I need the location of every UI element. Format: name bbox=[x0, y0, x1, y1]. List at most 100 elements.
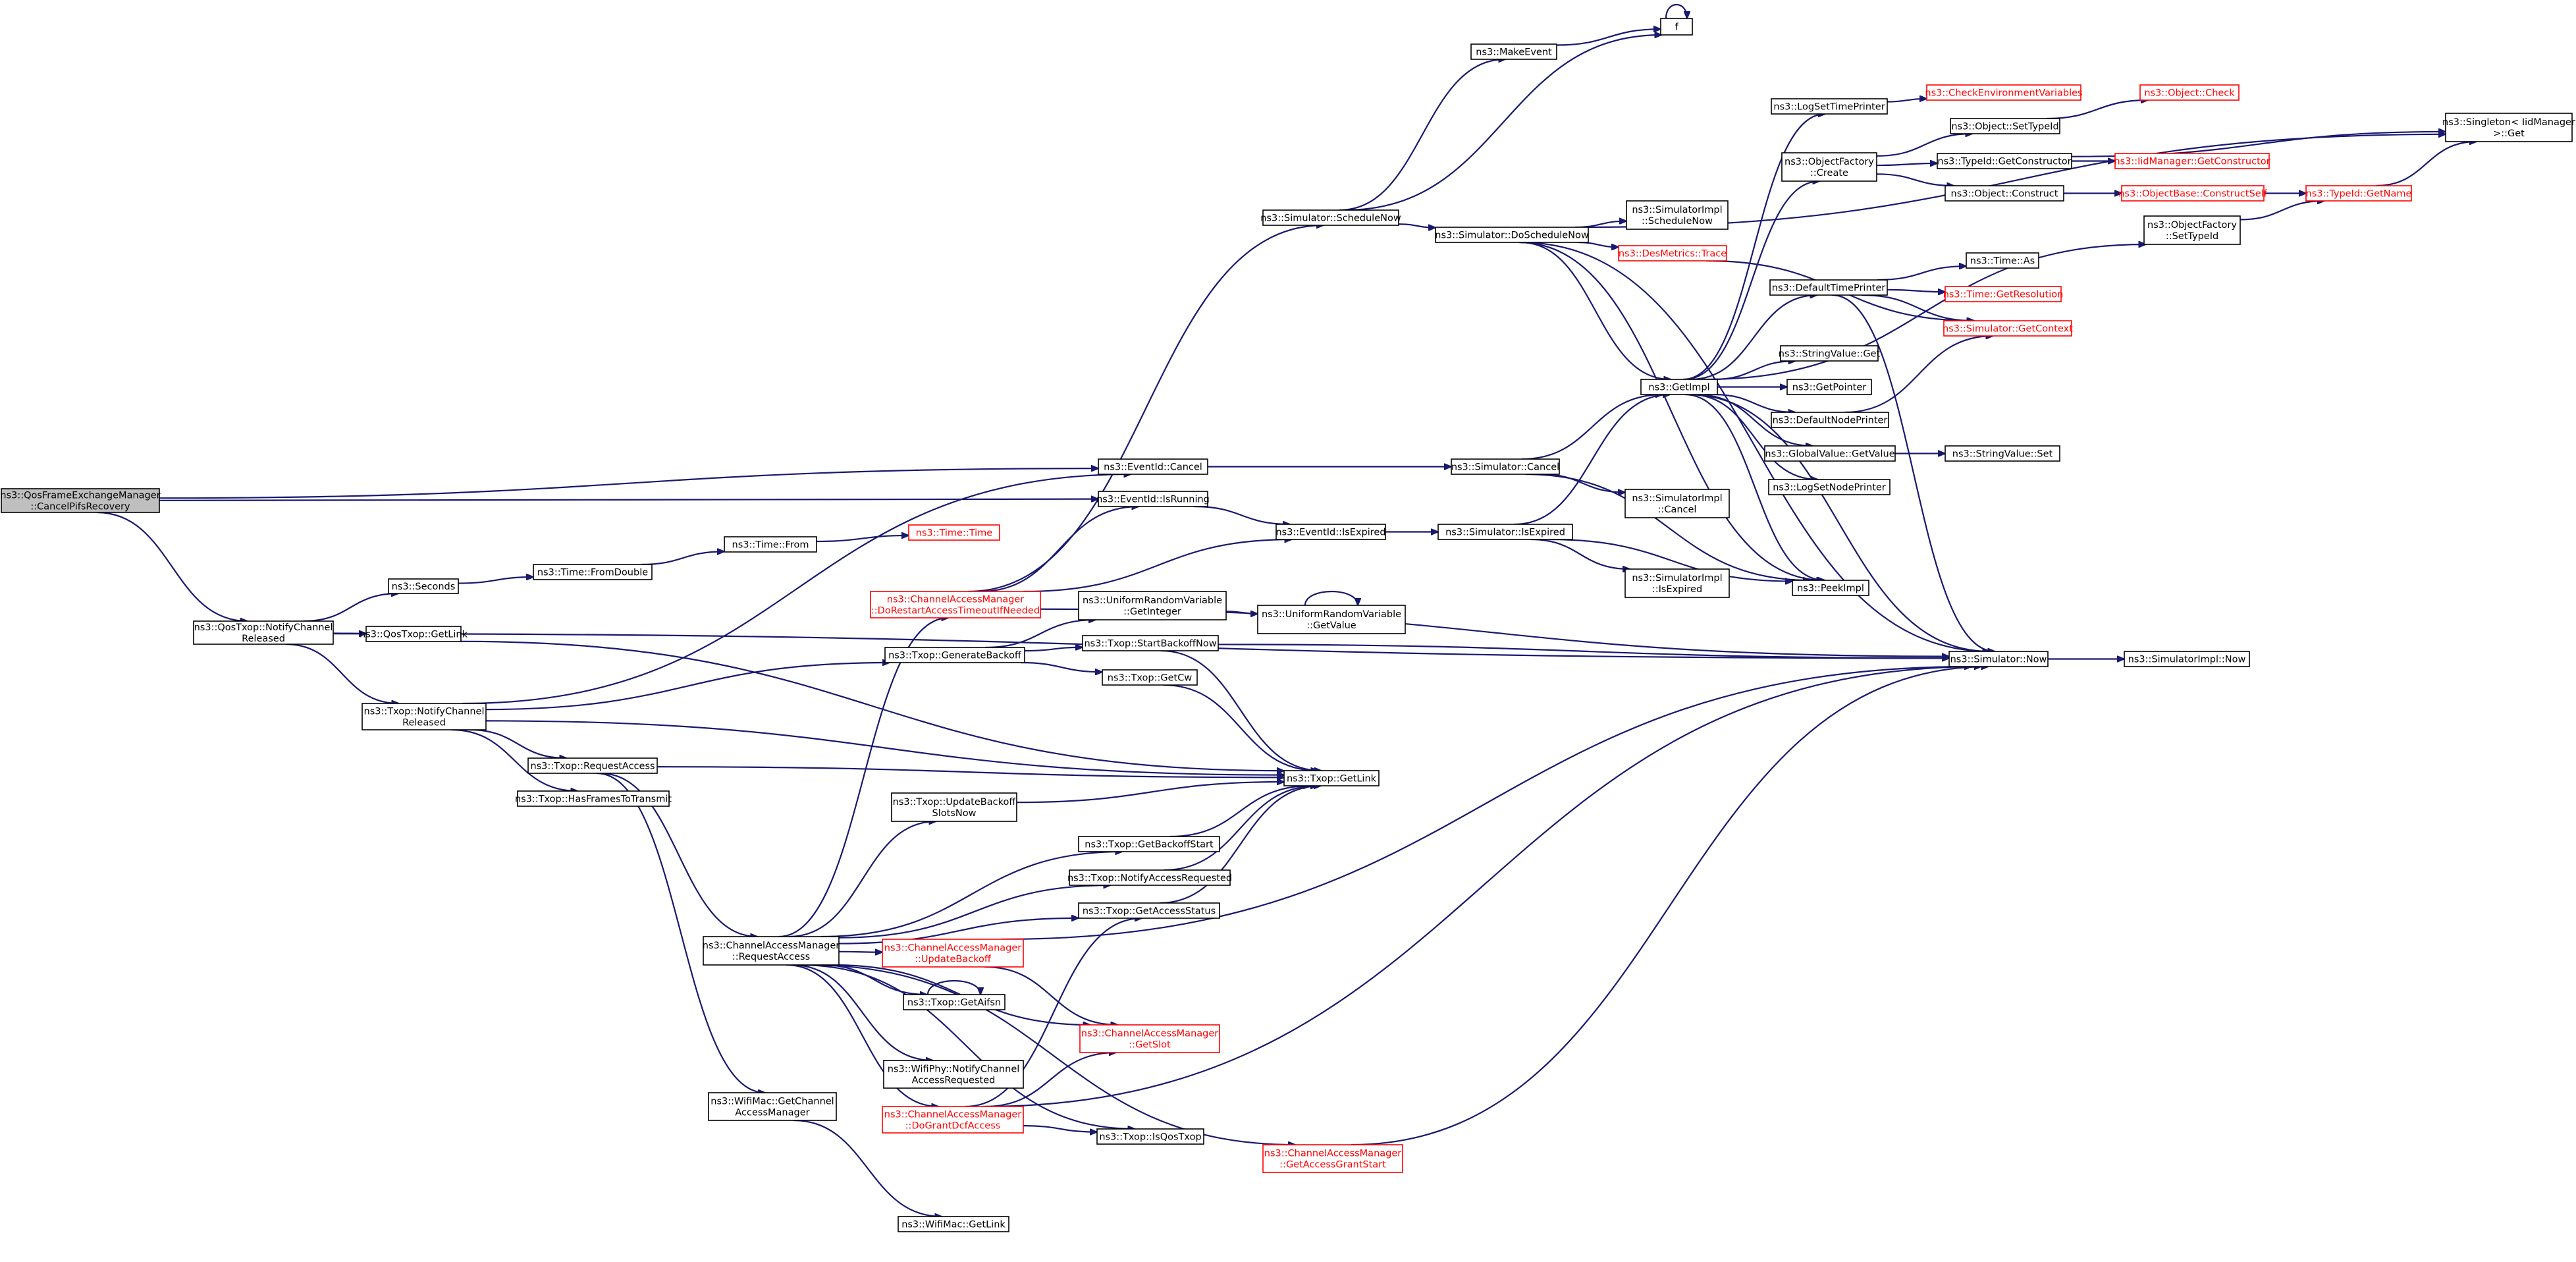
node-n32[interactable]: ns3::ObjectFactory::SetTypeId bbox=[2143, 215, 2241, 245]
node-n19[interactable]: ns3::DesMetrics::Trace bbox=[1618, 245, 1727, 261]
node-n11[interactable]: ns3::QosTxop::GetLink bbox=[360, 626, 468, 642]
node-box[interactable] bbox=[1437, 524, 1573, 540]
node-n0[interactable]: ns3::QosFrameExchangeManager::CancelPifs… bbox=[0, 488, 161, 513]
node-n14[interactable]: ns3::Simulator::ScheduleNow bbox=[1260, 209, 1401, 226]
node-box[interactable] bbox=[1640, 379, 1718, 395]
node-box[interactable] bbox=[1771, 412, 1889, 428]
node-box[interactable] bbox=[2139, 84, 2240, 101]
node-box[interactable] bbox=[1451, 458, 1560, 475]
node-box[interactable] bbox=[1950, 118, 2060, 134]
node-box[interactable] bbox=[362, 703, 487, 730]
node-n51[interactable]: ns3::Txop::StartBackoffNow bbox=[1082, 635, 1219, 651]
node-box[interactable] bbox=[884, 647, 1025, 663]
node-n66[interactable]: ns3::Txop::IsQosTxop bbox=[1096, 1128, 1204, 1145]
node-box[interactable] bbox=[1781, 152, 1877, 182]
node-n69[interactable]: ns3::WifiMac::GetLink bbox=[898, 1216, 1009, 1232]
node-box[interactable] bbox=[1275, 524, 1386, 540]
node-box[interactable] bbox=[1078, 902, 1220, 919]
node-box[interactable] bbox=[1283, 770, 1380, 786]
node-n40[interactable]: ns3::GlobalValue::GetValue bbox=[1764, 445, 1896, 462]
node-box[interactable] bbox=[2143, 215, 2241, 245]
node-box[interactable] bbox=[193, 620, 334, 645]
node-box[interactable] bbox=[1786, 379, 1872, 395]
node-n42[interactable]: ns3::LogSetNodePrinter bbox=[1768, 479, 1891, 495]
node-box[interactable] bbox=[1470, 43, 1557, 60]
node-n24[interactable]: ns3::Object::SetTypeId bbox=[1950, 118, 2060, 134]
node-n55[interactable]: ns3::Txop::HasFramesToTransmit bbox=[515, 790, 672, 807]
node-box[interactable] bbox=[1792, 580, 1869, 596]
node-n46[interactable]: ns3::Simulator::Now bbox=[1948, 651, 2049, 667]
node-n63[interactable]: ns3::ChannelAccessManager::GetSlot bbox=[1079, 1024, 1220, 1053]
node-n30[interactable]: ns3::TypeId::GetName bbox=[2305, 185, 2412, 202]
node-n59[interactable]: ns3::Txop::GetAccessStatus bbox=[1078, 902, 1220, 919]
node-box[interactable] bbox=[1948, 651, 2049, 667]
node-box[interactable] bbox=[2121, 185, 2265, 202]
node-box[interactable] bbox=[2114, 153, 2270, 169]
node-box[interactable] bbox=[1624, 568, 1730, 598]
node-n13[interactable]: ns3::ChannelAccessManager::DoRestartAcce… bbox=[870, 591, 1041, 618]
node-n25[interactable]: ns3::Object::Check bbox=[2139, 84, 2240, 101]
node-n41[interactable]: ns3::StringValue::Set bbox=[1945, 445, 2060, 462]
node-box[interactable] bbox=[1945, 286, 2062, 302]
node-n4[interactable]: ns3::Simulator::Cancel bbox=[1451, 458, 1560, 475]
node-box[interactable] bbox=[1098, 491, 1208, 507]
node-n8[interactable]: ns3::Time::FromDouble bbox=[533, 564, 653, 580]
node-n2[interactable]: ns3::EventId::Cancel bbox=[1098, 458, 1208, 475]
node-n39[interactable]: ns3::DefaultNodePrinter bbox=[1771, 412, 1889, 428]
node-box[interactable] bbox=[1102, 669, 1198, 686]
node-n6[interactable]: ns3::Simulator::IsExpired bbox=[1437, 524, 1573, 540]
node-box[interactable] bbox=[1098, 458, 1208, 475]
node-box[interactable] bbox=[1082, 635, 1219, 651]
node-box[interactable] bbox=[708, 1092, 837, 1121]
node-box[interactable] bbox=[870, 591, 1041, 618]
node-n47[interactable]: ns3::SimulatorImpl::Now bbox=[2124, 651, 2250, 667]
node-box[interactable] bbox=[1262, 1144, 1403, 1173]
node-box[interactable] bbox=[882, 1106, 1024, 1134]
node-n61[interactable]: ns3::ChannelAccessManager::UpdateBackoff bbox=[882, 939, 1024, 968]
node-n22[interactable]: ns3::CheckEnvironmentVariables bbox=[1925, 84, 2083, 101]
node-box[interactable] bbox=[1618, 245, 1727, 261]
node-box[interactable] bbox=[1966, 252, 2039, 269]
node-n26[interactable]: ns3::TypeId::GetConstructor bbox=[1937, 153, 2072, 169]
node-box[interactable] bbox=[1937, 153, 2072, 169]
node-n7[interactable]: ns3::Seconds bbox=[388, 578, 459, 594]
node-box[interactable] bbox=[1660, 18, 1693, 36]
node-box[interactable] bbox=[908, 524, 1000, 541]
node-n29[interactable]: ns3::ObjectBase::ConstructSelf bbox=[2118, 185, 2268, 202]
node-box[interactable] bbox=[1945, 445, 2060, 462]
node-n65[interactable]: ns3::ChannelAccessManager::DoGrantDcfAcc… bbox=[882, 1106, 1024, 1134]
node-n60[interactable]: ns3::ChannelAccessManager::RequestAccess bbox=[703, 936, 840, 966]
node-n49[interactable]: ns3::UniformRandomVariable::GetValue bbox=[1257, 605, 1406, 634]
node-n3[interactable]: ns3::EventId::IsRunning bbox=[1096, 491, 1210, 507]
node-n5[interactable]: ns3::EventId::IsExpired bbox=[1275, 524, 1386, 540]
node-box[interactable] bbox=[1257, 605, 1406, 634]
node-n68[interactable]: ns3::ChannelAccessManager::GetAccessGran… bbox=[1262, 1144, 1403, 1173]
node-n38[interactable]: ns3::GetPointer bbox=[1786, 379, 1872, 395]
node-n31[interactable]: ns3::Singleton< IidManager>::Get bbox=[2442, 113, 2575, 142]
node-box[interactable] bbox=[891, 792, 1017, 822]
node-box[interactable] bbox=[882, 939, 1024, 968]
node-n16[interactable]: f bbox=[1660, 18, 1693, 36]
node-n53[interactable]: ns3::Txop::GetLink bbox=[1283, 770, 1380, 786]
node-box[interactable] bbox=[1435, 227, 1589, 243]
node-box[interactable] bbox=[2445, 113, 2573, 142]
node-n17[interactable]: ns3::Simulator::DoScheduleNow bbox=[1435, 227, 1589, 243]
node-n10[interactable]: ns3::Time::Time bbox=[908, 524, 1000, 541]
node-box[interactable] bbox=[1079, 1024, 1220, 1053]
node-box[interactable] bbox=[365, 626, 462, 642]
node-box[interactable] bbox=[388, 578, 459, 594]
node-box[interactable] bbox=[1626, 200, 1729, 230]
node-box[interactable] bbox=[898, 1216, 1009, 1232]
node-n37[interactable]: ns3::StringValue::Get bbox=[1779, 345, 1881, 362]
node-box[interactable] bbox=[1069, 869, 1231, 886]
node-box[interactable] bbox=[1768, 479, 1891, 495]
node-n35[interactable]: ns3::Time::GetResolution bbox=[1943, 286, 2064, 302]
node-n9[interactable]: ns3::Time::From bbox=[724, 536, 817, 553]
node-box[interactable] bbox=[2305, 185, 2412, 202]
node-n34[interactable]: ns3::Time::As bbox=[1966, 252, 2039, 269]
node-n62[interactable]: ns3::Txop::GetAifsn bbox=[903, 994, 1006, 1010]
node-box[interactable] bbox=[903, 994, 1006, 1010]
node-box[interactable] bbox=[1945, 185, 2064, 202]
